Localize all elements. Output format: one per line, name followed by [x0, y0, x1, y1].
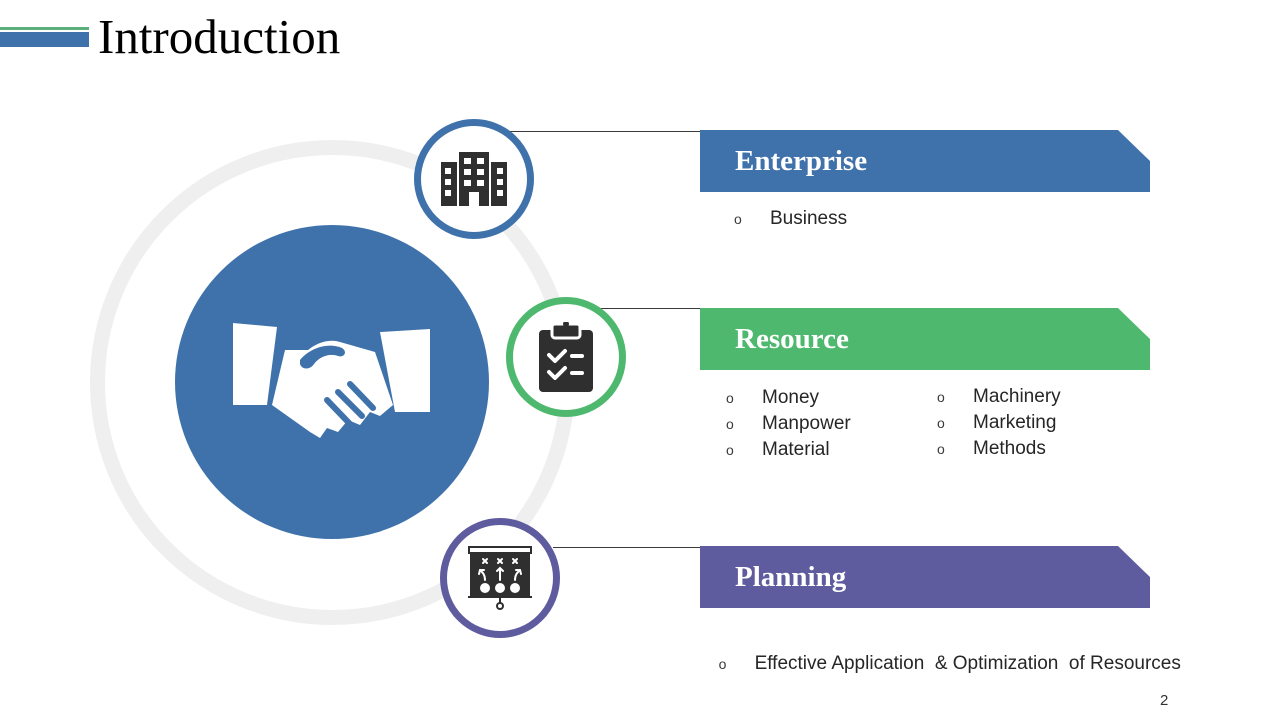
bullet-text: Material: [762, 439, 830, 460]
clipboard-checklist-icon: [539, 322, 593, 392]
resource-icon-ring: [506, 297, 626, 417]
hub-circle: [175, 225, 489, 539]
bullet-text: Machinery: [973, 386, 1061, 407]
bullet-mark: o: [726, 416, 734, 432]
bullet-mark: o: [726, 442, 734, 458]
title-accent-blue-bar: [0, 32, 89, 47]
planning-banner: Planning: [700, 546, 1150, 608]
resource-bullet-manpower: o Manpower: [726, 411, 851, 437]
resource-connector-line: [600, 308, 700, 309]
resource-bullet-material: o Material: [726, 437, 851, 463]
planning-connector-line: [553, 547, 700, 548]
planning-icon-ring: [440, 518, 560, 638]
enterprise-connector-line: [510, 131, 700, 132]
resource-title: Resource: [735, 323, 849, 355]
page-number: 2: [1160, 692, 1169, 709]
strategy-board-icon: [468, 546, 532, 610]
bullet-text: Effective Application & Optimization of …: [754, 653, 1181, 674]
enterprise-banner: Enterprise: [700, 130, 1150, 192]
building-icon: [441, 152, 507, 206]
bullet-mark: o: [734, 211, 742, 227]
resource-bullet-methods: o Methods: [937, 436, 1061, 462]
title-accent-green-line: [0, 27, 89, 30]
planning-bullet-effective-application: o Effective Application & Optimization of…: [708, 626, 1181, 677]
bullet-mark: o: [726, 390, 734, 406]
bullet-text: Business: [770, 208, 848, 229]
bullet-text: Manpower: [762, 413, 851, 434]
bullet-text: Methods: [973, 438, 1046, 459]
bullet-mark: o: [937, 441, 945, 457]
enterprise-icon-ring: [414, 119, 534, 239]
resource-banner: Resource: [700, 308, 1150, 370]
resource-bullet-machinery: o Machinery: [937, 384, 1061, 410]
bullet-mark: o: [718, 656, 727, 672]
bullet-mark: o: [937, 389, 945, 405]
bullet-text: Money: [762, 387, 820, 408]
resource-bullet-marketing: o Marketing: [937, 410, 1061, 436]
handshake-icon: [233, 323, 430, 438]
planning-title: Planning: [735, 561, 847, 593]
enterprise-title: Enterprise: [735, 145, 868, 177]
enterprise-bullet-business: o Business: [734, 206, 847, 232]
slide-title: Introduction: [98, 9, 341, 64]
bullet-mark: o: [937, 415, 945, 431]
bullet-text: Marketing: [973, 412, 1057, 433]
resource-bullet-money: o Money: [726, 385, 851, 411]
